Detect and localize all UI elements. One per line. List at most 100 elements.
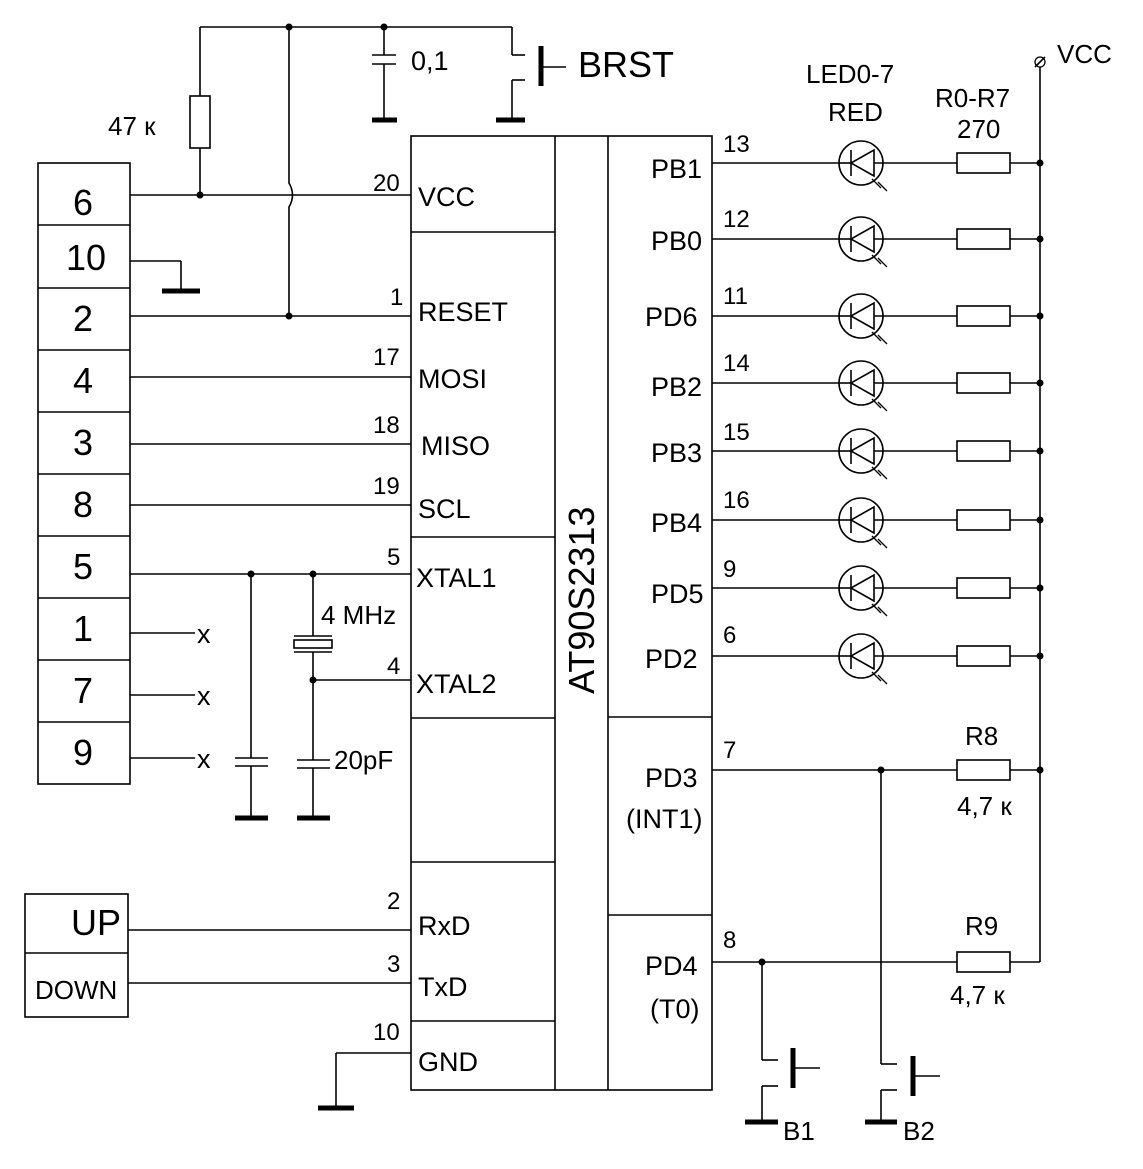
vcc-rail: VCC [1034, 39, 1112, 962]
pin-number: 4 [387, 653, 400, 680]
pin-number: 7 [723, 737, 736, 764]
reset-circuit: 0,1 BRST 47 к [108, 27, 674, 141]
led-channel [712, 360, 1044, 412]
r9-value-label: 4,7 к [950, 980, 1005, 1010]
led-light-arrows [871, 398, 888, 412]
pin-label: PD3 [645, 763, 698, 793]
junction-dot [1036, 159, 1044, 167]
led-resistors-value-label: 270 [957, 114, 1000, 144]
led-resistor [956, 372, 1011, 394]
chip-at90s2313: AT90S2313 [410, 135, 713, 1091]
down-label: DOWN [35, 975, 117, 1005]
led-triangle [849, 573, 875, 603]
led-resistors-name-label: R0-R7 [935, 83, 1010, 113]
connector: 6 10 2 4 3 8 5 1 7 9 [37, 162, 131, 785]
leds-color-label: RED [828, 97, 883, 127]
led-triangle [849, 641, 875, 671]
pin-number: 2 [387, 888, 400, 915]
pin-number: 14 [723, 350, 750, 377]
led-light-arrows [871, 671, 888, 685]
pin-number: 10 [373, 1019, 400, 1046]
led-light-arrows [871, 331, 888, 345]
pd4-circuit: R9 4,7 к B1 [712, 911, 1040, 1146]
pin-number: 9 [723, 556, 736, 583]
pin-number: 6 [723, 622, 736, 649]
junction-dot [1036, 447, 1044, 455]
connector-pin-label: 4 [73, 360, 93, 401]
led-light-arrows [871, 178, 888, 192]
led-light-arrows [871, 254, 888, 268]
pin-label: GND [418, 1047, 478, 1077]
pin-alt-label: (T0) [650, 994, 700, 1024]
left-pins: 20 VCC 1 RESET 17 MOSI 18 MISO 19 SCL 5 … [373, 170, 508, 1077]
nc-mark: x [197, 681, 211, 711]
b1-label: B1 [783, 1116, 815, 1146]
led-channel [712, 497, 1044, 549]
buttons-box: UP DOWN [24, 893, 411, 1018]
nc-mark: x [197, 744, 211, 774]
resistor-r8 [956, 759, 1011, 781]
led-channel [712, 428, 1044, 480]
pin-number: 18 [373, 412, 400, 439]
pin-label: PB0 [651, 226, 702, 256]
junction-dot [1036, 235, 1044, 243]
junction-dot [1036, 312, 1044, 320]
led-light-arrows [871, 535, 888, 549]
pin-alt-label: (INT1) [626, 804, 703, 834]
led-light-arrows [871, 603, 888, 617]
pin-label: XTAL1 [416, 563, 497, 593]
crystal [293, 639, 333, 649]
pin-number: 13 [723, 131, 750, 158]
pin-label: SCL [418, 494, 471, 524]
pin-number: 17 [373, 344, 400, 371]
led-channel [712, 293, 1044, 345]
led-triangle [849, 224, 875, 254]
connector-wires: x x x [130, 23, 512, 774]
crystal-circuit: 4 MHz 20pF [235, 574, 411, 821]
pin-label: MOSI [418, 364, 487, 394]
junction-dot [1036, 584, 1044, 592]
led-resistor [956, 152, 1011, 174]
pin-label: PD4 [645, 951, 698, 981]
r8-value-label: 4,7 к [957, 791, 1012, 821]
gnd-pin [318, 1052, 411, 1111]
b2-label: B2 [903, 1116, 935, 1146]
pin-label: RESET [418, 297, 508, 327]
junction-dot [1036, 379, 1044, 387]
reset-button-label: BRST [578, 44, 674, 85]
pin-number: 5 [387, 544, 400, 571]
crystal-cap-label: 20pF [334, 745, 393, 775]
pin-label: PB2 [651, 372, 702, 402]
chip-name: AT90S2313 [561, 507, 602, 694]
nc-mark: x [197, 619, 211, 649]
led-triangle [849, 505, 875, 535]
led-triangle [849, 368, 875, 398]
connector-pin-label: 2 [73, 298, 93, 339]
led-channel [712, 140, 1044, 192]
led-resistor [956, 577, 1011, 599]
connector-pin-label: 7 [73, 670, 93, 711]
pin-label: XTAL2 [416, 669, 497, 699]
connector-pin-label: 3 [73, 422, 93, 463]
r9-name-label: R9 [965, 911, 998, 941]
led-triangle [849, 148, 875, 178]
pin-number: 12 [723, 206, 750, 233]
pin-number: 3 [387, 951, 400, 978]
led-channels [712, 140, 1044, 685]
pin-label: PB1 [651, 154, 702, 184]
resistor-47k [189, 95, 211, 149]
led-resistor [956, 228, 1011, 250]
pin-label: PD5 [651, 579, 704, 609]
pin-label: TxD [418, 972, 468, 1002]
pin-label: RxD [418, 911, 471, 941]
led-resistor [956, 305, 1011, 327]
pin-label: PD2 [645, 644, 698, 674]
led-triangle [849, 301, 875, 331]
led-channel [712, 216, 1044, 268]
led-resistor [956, 440, 1011, 462]
connector-pin-label: 6 [73, 182, 93, 223]
connector-pin-label: 8 [73, 484, 93, 525]
pin-number: 8 [723, 927, 736, 954]
junction-dot [1036, 516, 1044, 524]
pin-number: 19 [373, 473, 400, 500]
